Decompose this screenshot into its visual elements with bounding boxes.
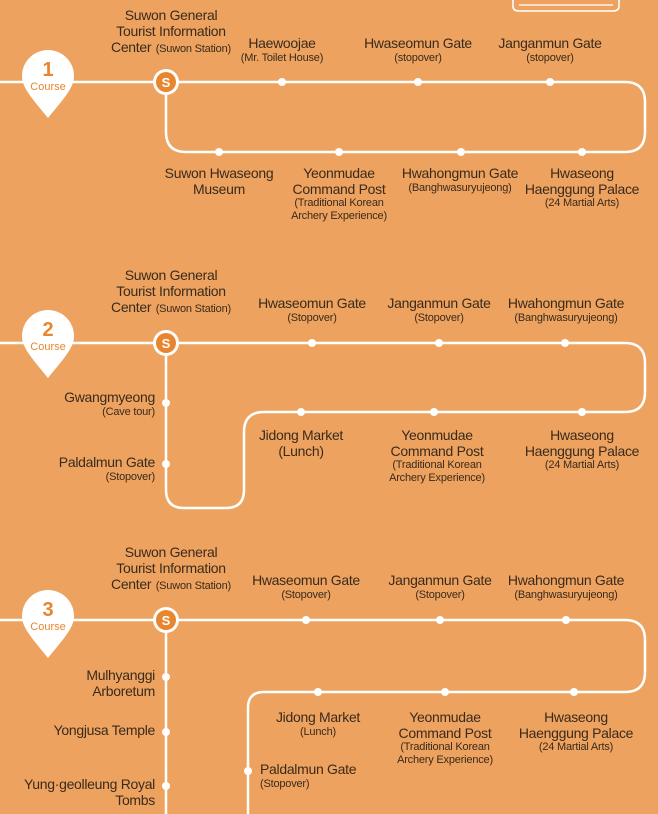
stop-dot xyxy=(562,616,570,624)
stop-dot xyxy=(436,616,444,624)
stop-label: Hwaseomun Gate(Stopover) xyxy=(252,572,360,601)
stop-dot xyxy=(430,408,438,416)
start-badge: S xyxy=(153,69,179,95)
stop-dot xyxy=(435,339,443,347)
stop-dot xyxy=(297,408,305,416)
stop-dot xyxy=(162,782,170,790)
stop-label: Hwahongmun Gate(Banghwasuryujeong) xyxy=(507,572,625,601)
bus-outline-icon xyxy=(512,0,620,12)
start-label: Suwon General Tourist Information Center… xyxy=(111,7,231,56)
stop-label: Jidong Market(Lunch) xyxy=(258,427,344,459)
stop-label: Janganmun Gate(Stopover) xyxy=(387,295,491,324)
course-1-pin: 1 Course xyxy=(22,50,74,120)
stop-dot xyxy=(244,767,252,775)
stop-label: Hwaseomun Gate(stopover) xyxy=(364,35,472,64)
stop-label: Gwangmyeong(Cave tour) xyxy=(64,389,155,418)
stop-dot xyxy=(335,148,343,156)
stop-dot xyxy=(414,78,422,86)
start-badge: S xyxy=(153,607,179,633)
stop-label: Yongjusa Temple xyxy=(53,722,156,738)
stop-dot xyxy=(578,148,586,156)
stop-dot xyxy=(278,78,286,86)
course-label: Course xyxy=(30,621,66,633)
stop-dot xyxy=(441,688,449,696)
stop-dot xyxy=(302,616,310,624)
stop-label: Janganmun Gate(stopover) xyxy=(498,35,602,64)
course-2-pin: 2 Course xyxy=(22,310,74,380)
stop-dot xyxy=(162,460,170,468)
stop-dot xyxy=(561,339,569,347)
stop-dot xyxy=(215,148,223,156)
stop-label: Paldalmun Gate(Stopover) xyxy=(58,454,156,483)
stop-dot xyxy=(162,728,170,736)
course-label: Course xyxy=(30,81,66,93)
stop-dot xyxy=(162,399,170,407)
stop-label: Paldalmun Gate(Stopover) xyxy=(260,761,357,790)
stop-label: Jidong Market(Lunch) xyxy=(275,709,361,738)
stop-dot xyxy=(314,688,322,696)
course-number: 1 xyxy=(42,59,54,81)
start-badge: S xyxy=(153,330,179,356)
course-number: 3 xyxy=(42,599,54,621)
stop-dot xyxy=(570,688,578,696)
stop-label: Janganmun Gate(Stopover) xyxy=(388,572,492,601)
stop-label: Hwaseomun Gate(Stopover) xyxy=(258,295,366,324)
start-label: Suwon General Tourist Information Center… xyxy=(111,267,231,316)
stop-dot xyxy=(457,148,465,156)
stop-label: Hwahongmun Gate(Banghwasuryujeong) xyxy=(401,165,519,194)
stop-dot xyxy=(308,339,316,347)
stop-label: Hwahongmun Gate(Banghwasuryujeong) xyxy=(507,295,625,324)
stop-label: Haewoojae(Mr. Toilet House) xyxy=(240,35,324,64)
stop-dot xyxy=(578,408,586,416)
stop-dot xyxy=(546,78,554,86)
course-3-pin: 3 Course xyxy=(22,590,74,660)
course-number: 2 xyxy=(42,319,54,341)
stop-dot xyxy=(162,673,170,681)
course-label: Course xyxy=(30,341,66,353)
start-label: Suwon General Tourist Information Center… xyxy=(111,544,231,593)
